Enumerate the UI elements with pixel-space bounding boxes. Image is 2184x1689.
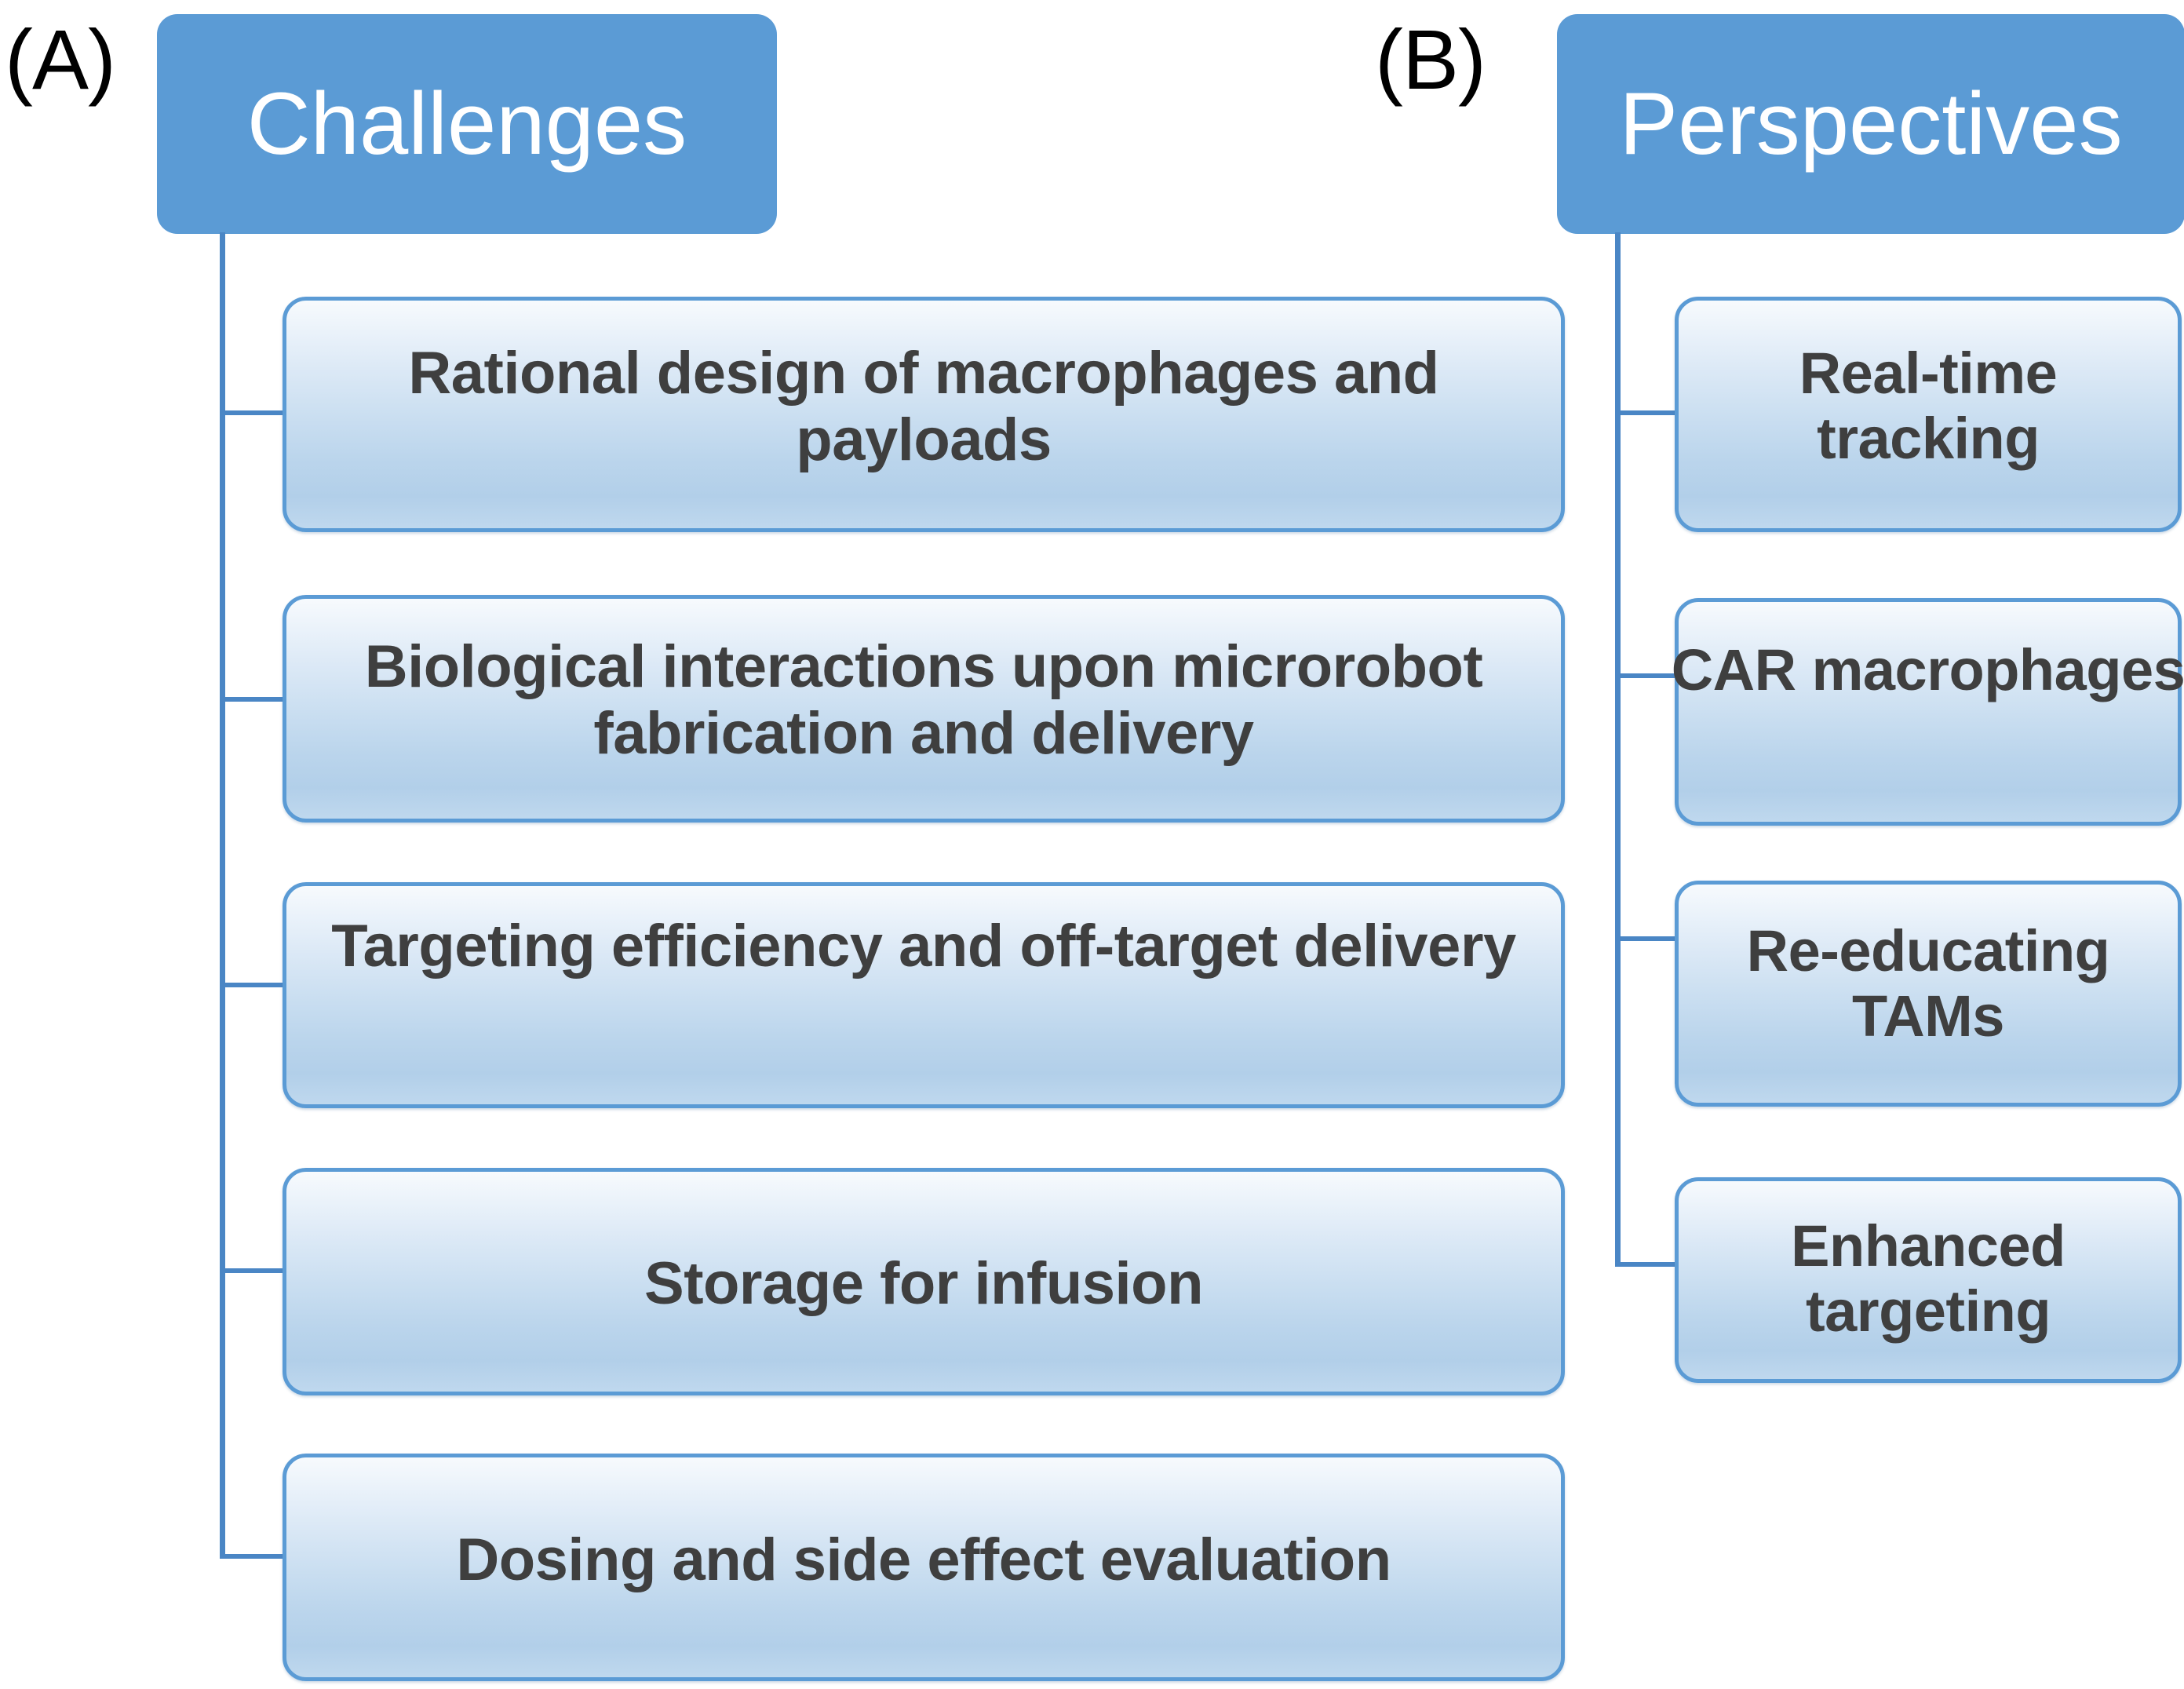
panel-b-header-box[interactable]: Perspectives [1557, 14, 2184, 234]
panel-b-node-box-2[interactable]: CAR macrophages [1672, 598, 2184, 826]
panel-b-node-box-1[interactable]: Real-time tracking [1675, 297, 2182, 532]
panel-a-node-box-3[interactable]: Targeting efficiency and off-target deli… [283, 882, 1565, 1108]
panel-a-connector-stub-3 [220, 983, 286, 987]
panel-b-connector-stub-3 [1615, 936, 1678, 941]
panel-a-header-box[interactable]: Challenges [157, 14, 777, 234]
panel-letter-a: (A) [5, 12, 116, 107]
panel-b-trunk-line [1615, 232, 1621, 1267]
panel-a-connector-stub-2 [220, 697, 286, 702]
panel-a-node-box-1[interactable]: Rational design of macrophages and paylo… [283, 297, 1565, 532]
panel-b-connector-stub-4 [1615, 1262, 1678, 1267]
panel-a-node-label-4: Storage for infusion [644, 1250, 1204, 1317]
panel-b-node-box-3[interactable]: Re-educating TAMs [1675, 881, 2182, 1107]
panel-a-node-box-4[interactable]: Storage for infusion [283, 1168, 1565, 1395]
panel-b-connector-stub-1 [1615, 410, 1678, 415]
panel-a-node-box-2[interactable]: Biological interactions upon microrobot … [283, 595, 1565, 823]
panel-a-connector-stub-5 [220, 1554, 286, 1559]
panel-a-node-label-2: Biological interactions upon microrobot … [364, 633, 1483, 768]
panel-a-node-label-1: Rational design of macrophages and paylo… [408, 340, 1439, 474]
panel-a-connector-stub-1 [220, 410, 286, 415]
panel-a-header-label: Challenges [246, 75, 687, 173]
panel-a-trunk-line [220, 232, 225, 1559]
panel-b-node-label-4: Enhanced targeting [1791, 1213, 2066, 1344]
panel-a-node-box-5[interactable]: Dosing and side effect evaluation [283, 1454, 1565, 1681]
panel-b-header-label: Perspectives [1619, 75, 2123, 173]
panel-b-connector-stub-2 [1615, 673, 1678, 678]
panel-b-node-label-3: Re-educating TAMs [1746, 918, 2110, 1049]
panel-a-node-label-3: Targeting efficiency and off-target deli… [331, 913, 1516, 979]
panel-letter-b: (B) [1375, 12, 1486, 107]
panel-b-node-label-2: CAR macrophages [1671, 637, 2184, 702]
panel-b-node-box-4[interactable]: Enhanced targeting [1675, 1177, 2182, 1383]
panel-a-connector-stub-4 [220, 1268, 286, 1273]
panel-b-node-label-1: Real-time tracking [1799, 341, 2058, 471]
panel-a-node-label-5: Dosing and side effect evaluation [456, 1527, 1391, 1593]
